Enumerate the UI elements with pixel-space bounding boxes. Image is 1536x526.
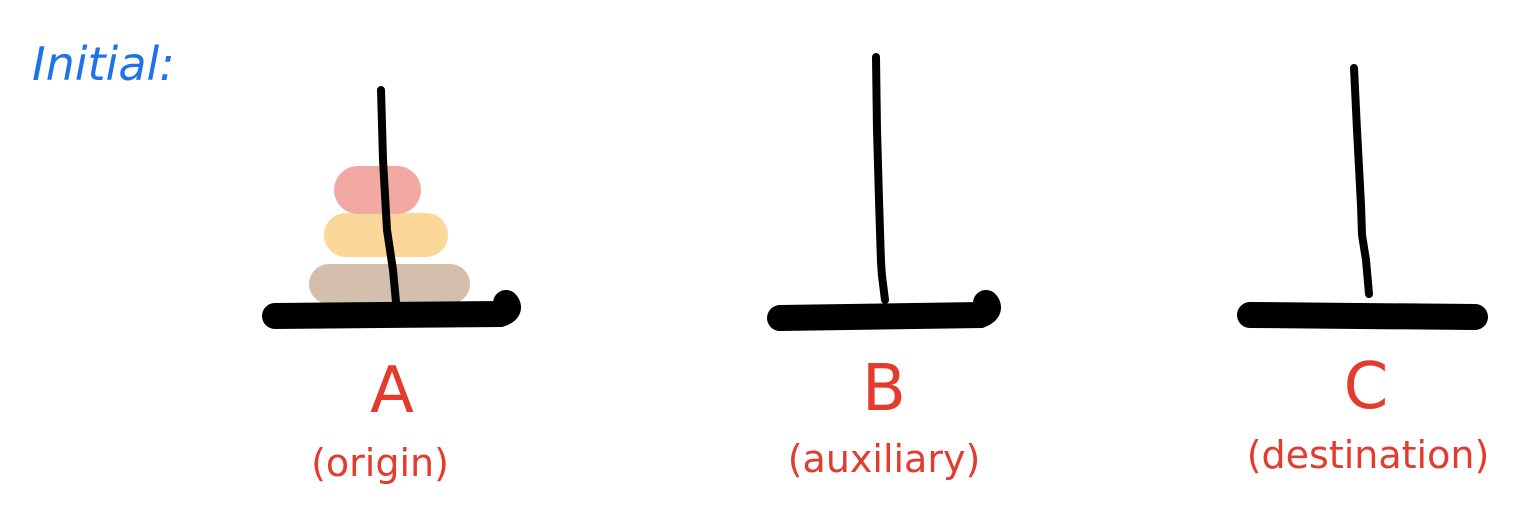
peg-a-role: (origin) bbox=[311, 441, 449, 485]
peg-c-post bbox=[1350, 64, 1373, 298]
peg-c-base bbox=[1237, 302, 1488, 330]
peg-b-letter: B bbox=[862, 352, 906, 426]
peg-a-letter: A bbox=[370, 354, 414, 428]
peg-b-base bbox=[767, 290, 1001, 331]
peg-b-role: (auxiliary) bbox=[788, 437, 981, 481]
peg-c: C (destination) bbox=[1237, 64, 1490, 477]
peg-c-letter: C bbox=[1344, 350, 1389, 424]
peg-a: A (origin) bbox=[262, 86, 521, 485]
disk-small bbox=[334, 166, 421, 214]
peg-b-post bbox=[872, 53, 889, 304]
peg-b: B (auxiliary) bbox=[767, 53, 1001, 481]
peg-c-role: (destination) bbox=[1247, 433, 1490, 477]
peg-a-post bbox=[377, 86, 400, 306]
diagram-heading: Initial: bbox=[32, 37, 175, 91]
disk-large bbox=[309, 264, 470, 304]
peg-a-base bbox=[262, 290, 521, 329]
